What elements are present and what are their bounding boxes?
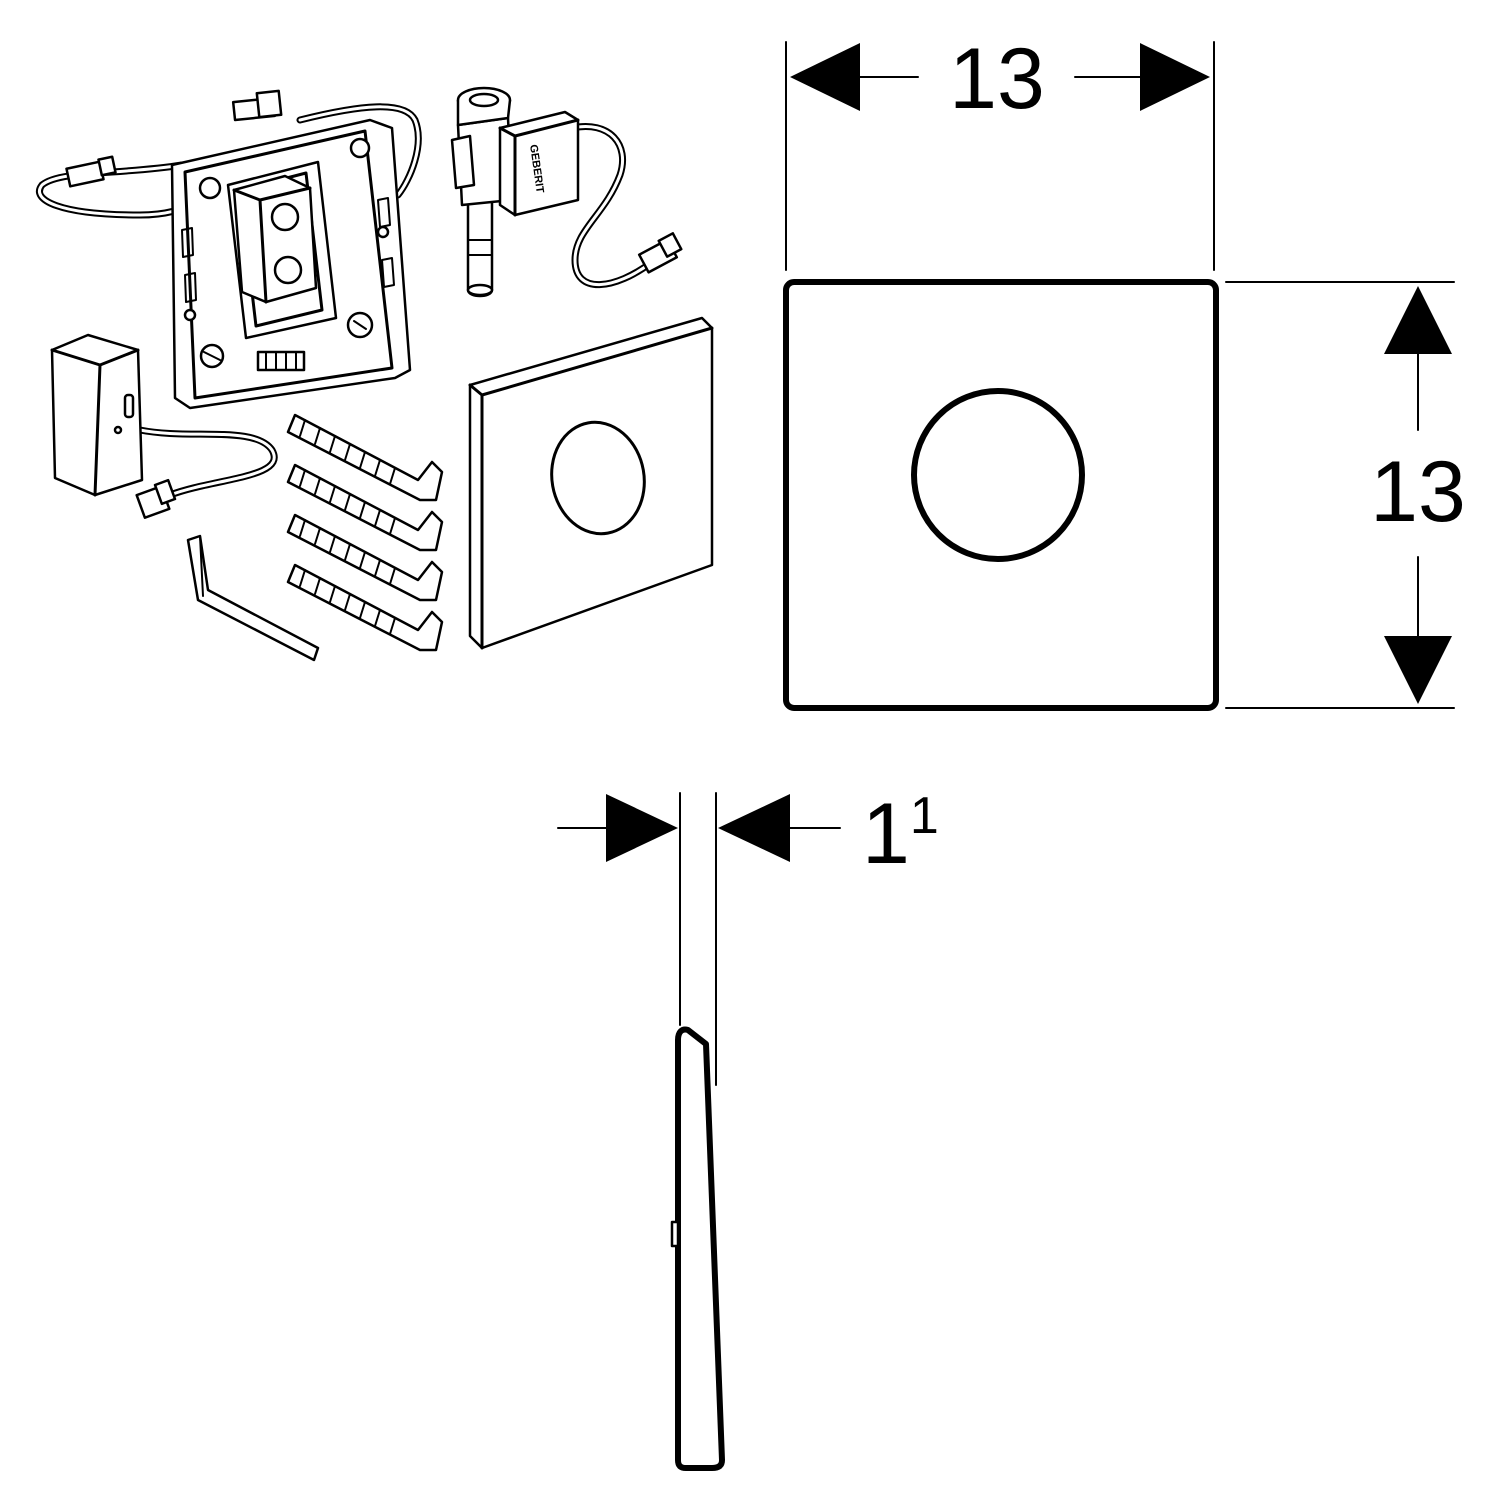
solenoid-valve: GEBERIT: [450, 86, 683, 298]
screw: [286, 413, 444, 502]
depth-label: 11: [862, 786, 939, 882]
mounting-frame: [170, 118, 412, 410]
side-view: [670, 1026, 725, 1471]
cover-plate-perspective: [468, 316, 714, 650]
depth-label-superscript: 1: [910, 787, 939, 845]
screw: [286, 563, 444, 652]
electronics-box: [50, 333, 278, 519]
mounting-screws: [286, 413, 444, 652]
screw: [286, 463, 444, 552]
depth-label-main: 1: [862, 786, 910, 882]
screw: [286, 513, 444, 602]
height-dimension: 13: [1225, 281, 1466, 709]
height-label: 13: [1370, 444, 1466, 540]
sensor-window: [911, 388, 1085, 562]
cover-plate-front: [783, 279, 1219, 711]
front-view: [783, 279, 1219, 711]
width-label: 13: [949, 31, 1045, 127]
cover-plate-side: [675, 1026, 725, 1471]
allen-key: [186, 534, 320, 662]
depth-dimension: 11: [557, 786, 939, 1086]
component-kit: GEBERIT: [36, 86, 714, 662]
width-dimension: 13: [785, 31, 1215, 271]
